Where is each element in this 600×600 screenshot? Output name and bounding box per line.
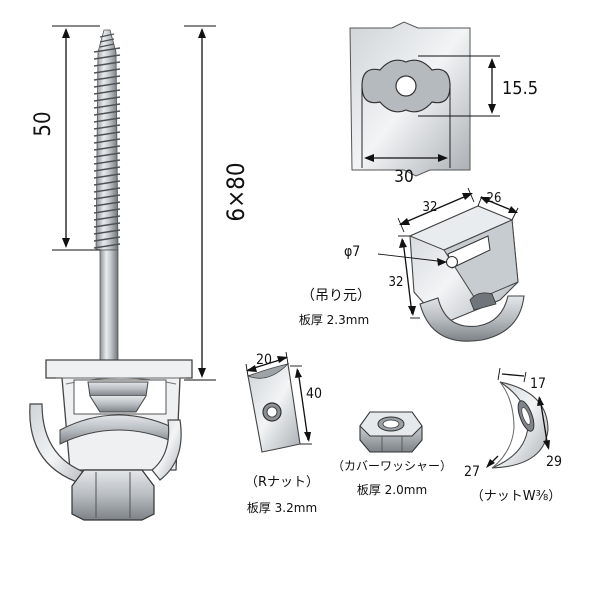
w-nut-top-label: 17 [530,376,546,392]
hanger-width-label: 32 [423,200,438,215]
thread-ridge [93,152,121,158]
hanger-depth-label: 26 [487,191,502,206]
thread-ridge [93,89,121,95]
thread-ridge [93,96,121,102]
thread-ridge [93,61,121,67]
thread-ridge [93,103,121,109]
thread-ridge [93,215,121,221]
hanger-thickness: 板厚 2.3mm [299,313,369,327]
plate-width-label: 30 [394,167,413,187]
hanger-hole-label: φ7 [344,244,360,260]
bottom-hex-nut [71,469,155,521]
screw-assembly: 50 6×80 [29,25,250,521]
thread-ridge [99,43,115,48]
thread-ridge [93,187,121,193]
thread-ridge [93,138,121,144]
washer-name: （カバーワッシャー） [332,459,452,473]
thread-ridge [93,124,121,130]
thread-ridge [93,166,121,172]
total-size-label: 6×80 [222,162,250,221]
thread-ridge [93,54,121,60]
thread-ridge [99,33,115,38]
thread-ridge [93,159,121,165]
plate-height-label: 15.5 [502,78,538,99]
thread-ridge [93,243,121,249]
thread-ridge [93,236,121,242]
thread-ridge [93,131,121,137]
thread-ridge [93,110,121,116]
screw-shank [99,249,119,363]
cover-washer-part: （カバーワッシャー） 板厚 2.0mm [332,411,452,497]
dimension-total-size: 6×80 [184,25,250,381]
w-nut-bottom-label: 27 [464,464,480,480]
thread-ridge [93,47,121,53]
slotted-plate: 15.5 30 [349,21,538,187]
thread-ridge [93,180,121,186]
washer-thickness: 板厚 2.0mm [357,483,427,497]
hanger-name: （吊り元） [301,288,371,304]
w-nut-part: 17 29 27 （ナットW⅜） [464,367,562,504]
hanger-bracket-side [29,359,193,487]
thread-ridge [93,117,121,123]
plate-center-hole [395,75,417,97]
r-nut-name: （Rナット） [245,475,319,490]
thread-ridge [93,82,121,88]
thread-ridge [93,208,121,214]
r-nut-part: 20 40 （Rナット） 板厚 3.2mm [245,351,322,515]
thread-ridge [93,68,121,74]
w-nut-name: （ナットW⅜） [471,489,561,504]
thread-ridge [93,145,121,151]
r-nut-height-label: 40 [306,386,322,402]
thread-ridge [93,173,121,179]
thread-ridge [93,201,121,207]
thread-ridge [93,75,121,81]
hanger-part: 32 26 32 φ7 （吊り元） 板厚 2.3mm [299,187,525,342]
thread-ridge [93,194,121,200]
hanger-height-label: 32 [389,275,404,290]
thread-ridge [93,229,121,235]
r-nut-width-label: 20 [256,352,272,368]
dimension-thread-length: 50 [31,25,100,251]
thread-ridge [99,38,115,43]
thread-ridge [93,222,121,228]
r-nut-thickness: 板厚 3.2mm [247,501,317,515]
screw-thread [93,29,121,251]
thread-length-label: 50 [31,111,56,136]
w-nut-right-label: 29 [546,454,562,470]
